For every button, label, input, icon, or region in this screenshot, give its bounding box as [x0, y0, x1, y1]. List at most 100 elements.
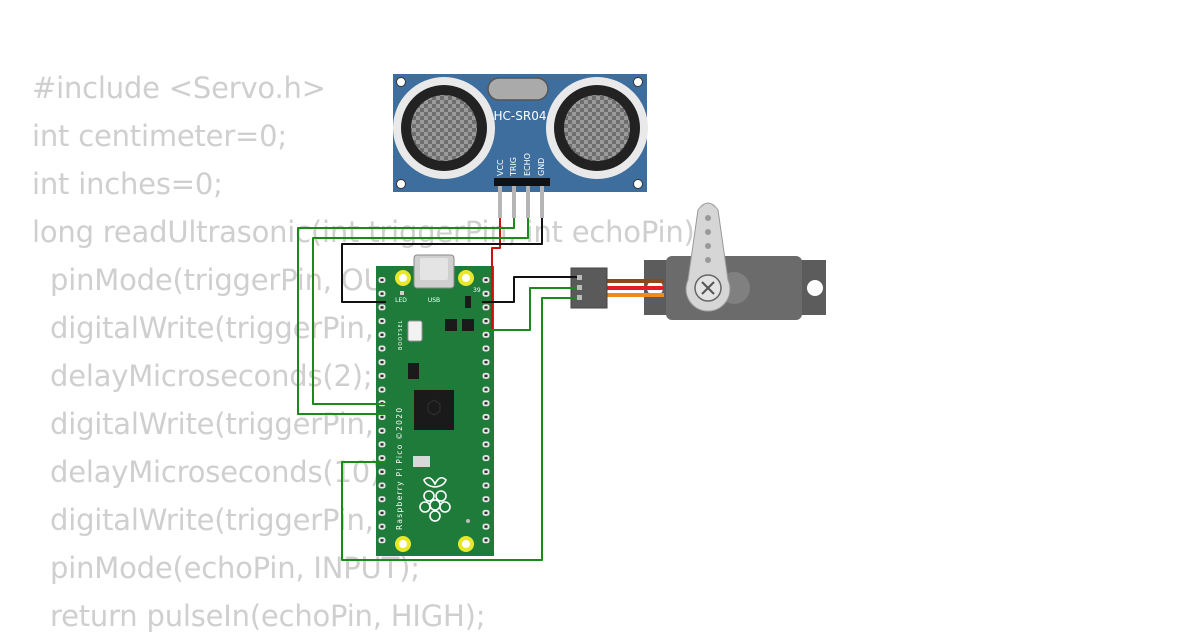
pico-pin-hole [380, 278, 384, 282]
sensor-pin [540, 186, 544, 218]
bootsel-button[interactable] [407, 320, 423, 342]
pico-pin-hole [484, 511, 488, 515]
code-line: int centimeter=0; [32, 119, 287, 153]
sensor-pin [512, 186, 516, 218]
pico-pin-hole [380, 306, 384, 309]
pico-pin-hole [484, 402, 488, 405]
connector-pin [577, 295, 582, 300]
pico-pin-hole [484, 333, 488, 336]
code-line: pinMode(echoPin, INPUT); [50, 551, 420, 585]
wire-servo-signal[interactable] [341, 297, 577, 561]
pico-pin-hole [380, 456, 384, 460]
pin-label-vcc: VCC [496, 159, 505, 176]
rp2040-logo [427, 399, 441, 416]
pico-pin-hole [484, 498, 488, 501]
pico-pin-hole [484, 361, 488, 364]
pico-pin-hole [380, 347, 384, 350]
horn-hole [705, 229, 711, 235]
horn-hole [705, 257, 711, 263]
component [465, 296, 471, 308]
pico-pin-hole [484, 539, 488, 542]
mount-hole [633, 77, 643, 87]
pico-pin-hole [380, 361, 384, 364]
pico-pin-hole [380, 443, 384, 446]
pico-pin-hole [380, 374, 384, 378]
wire-gnd[interactable] [341, 218, 543, 303]
ultrasonic-sensor[interactable]: HC-SR04 VCC TRIG ECHO GND [393, 74, 648, 218]
pico-pin-hole [484, 278, 488, 282]
pico-pin-hole [484, 347, 488, 350]
pico-pin-hole [380, 415, 384, 419]
led-label: LED [395, 297, 407, 304]
mount-hole [396, 77, 406, 87]
code-line: delayMicroseconds(10); [50, 455, 391, 489]
pico-pin-hole [380, 319, 384, 323]
pico-pin-hole [484, 292, 488, 295]
sensor-label: HC-SR04 [494, 109, 547, 123]
code-line: delayMicroseconds(2); [50, 359, 373, 393]
pico-pin-hole [380, 484, 384, 487]
pico-pin-hole [380, 333, 384, 336]
pico-pin-hole [380, 470, 384, 473]
servo-motor[interactable] [570, 202, 826, 320]
component [445, 319, 457, 331]
transducer-right [546, 77, 648, 179]
mount-hole-inner [399, 540, 407, 548]
wire-servo-vcc[interactable] [482, 287, 577, 331]
pico-pin-hole [484, 319, 488, 323]
usb-label: USB [428, 297, 440, 304]
led [400, 291, 404, 295]
screw-cross-icon [701, 281, 715, 295]
wire-servo-gnd[interactable] [482, 276, 577, 303]
connector-pin [577, 275, 582, 280]
bootsel-label: BOOTSEL [398, 320, 404, 350]
pico-pin-hole [484, 429, 488, 432]
pico-pin-hole [484, 443, 488, 446]
pico-pin-hole [380, 498, 384, 501]
code-line: #include <Servo.h> [32, 71, 326, 105]
pico-pin-hole [380, 525, 384, 528]
horn-hole [705, 243, 711, 249]
pico-pin-hole [484, 415, 488, 419]
raspberry-pi-pico[interactable]: LED USB 39 BOOTSEL Raspberry Pi Pico ©20… [376, 254, 494, 556]
sensor-header [494, 178, 550, 186]
horn-hole [705, 215, 711, 221]
pin-label-gnd: GND [537, 158, 546, 176]
sensor-pin [526, 186, 530, 218]
pico-pin-hole [484, 456, 488, 460]
mount-hole-inner [462, 540, 470, 548]
connector-pin [577, 285, 582, 290]
pico-pin-hole [380, 511, 384, 515]
mount-hole [396, 179, 406, 189]
raspberry-logo-icon [419, 476, 451, 522]
pico-pin-hole [380, 539, 384, 542]
component [462, 319, 474, 331]
pico-pin-hole [484, 374, 488, 378]
component [408, 363, 419, 379]
test-point [466, 519, 470, 523]
pico-pin-hole [484, 484, 488, 487]
wire-echo[interactable] [312, 218, 529, 405]
pico-pin-hole [484, 388, 488, 391]
code-line: return pulseIn(echoPin, HIGH); [50, 599, 486, 633]
pico-pin-hole [484, 306, 488, 309]
pico-pin-hole [484, 470, 488, 473]
wire-trig[interactable] [297, 218, 515, 415]
rp2040-chip [414, 390, 454, 430]
pico-pin-hole [380, 292, 384, 295]
mount-hole [807, 280, 823, 296]
crystal [487, 77, 549, 101]
component [413, 456, 430, 467]
code-line: long readUltrasonic(int triggerPin, int … [32, 215, 713, 249]
code-line: int inches=0; [32, 167, 223, 201]
pin-label-echo: ECHO [523, 153, 532, 176]
pico-pin-hole [380, 429, 384, 432]
pico-pin-hole [484, 525, 488, 528]
transducer-left [393, 77, 495, 179]
pico-pin-hole [380, 388, 384, 391]
mount-hole [633, 179, 643, 189]
mount-hole-inner [462, 274, 470, 282]
mount-hole-inner [399, 274, 407, 282]
board-label: Raspberry Pi Pico ©2020 [395, 407, 404, 530]
